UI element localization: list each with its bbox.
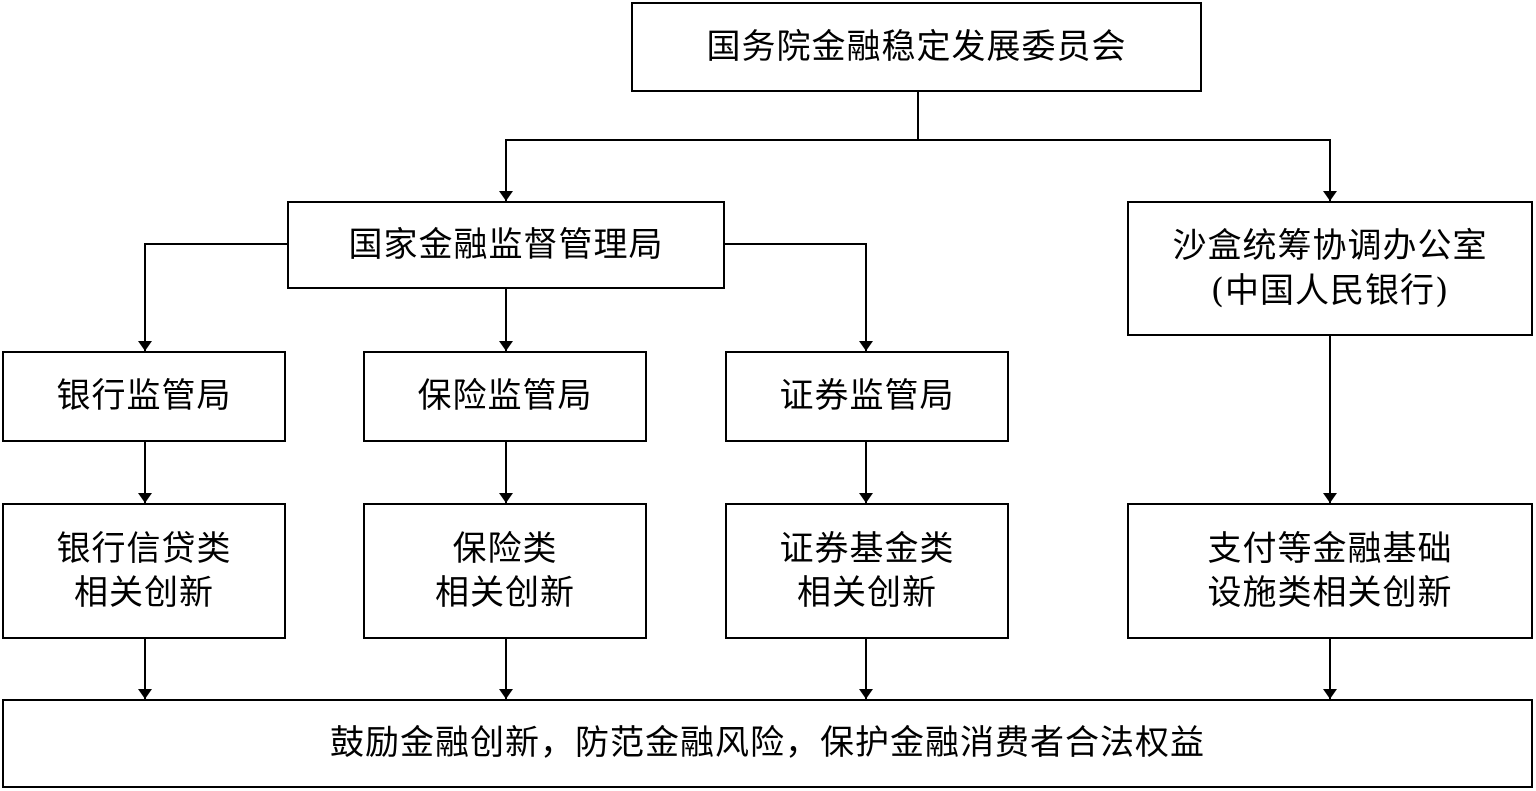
goal-label: 鼓励金融创新，防范金融风险，保护金融消费者合法权益 (330, 723, 1205, 764)
bank-innovation-line2: 相关创新 (74, 573, 214, 613)
bank-innovation-node: 银行信贷类 相关创新 (2, 503, 286, 639)
bank-bureau-node: 银行监管局 (2, 351, 286, 442)
arrow-nfra-to-securities-bureau (725, 243, 873, 351)
insurance-innovation-line2: 相关创新 (435, 573, 575, 613)
goal-node: 鼓励金融创新，防范金融风险，保护金融消费者合法权益 (2, 699, 1533, 788)
nfra-node: 国家金融监督管理局 (287, 201, 725, 289)
insurance-innovation-line1: 保险类 (452, 528, 558, 569)
arrow-nfra-to-bank-bureau (138, 243, 287, 351)
sandbox-office-node: 沙盒统筹协调办公室 (中国人民银行) (1127, 201, 1533, 336)
sandbox-office-line1: 沙盒统筹协调办公室 (1172, 226, 1488, 267)
securities-innovation-line2: 相关创新 (797, 573, 937, 613)
securities-innovation-node: 证券基金类 相关创新 (725, 503, 1009, 639)
sandbox-office-line2: (中国人民银行) (1210, 270, 1450, 311)
top-committee-label: 国务院金融稳定发展委员会 (706, 26, 1127, 67)
infra-innovation-line2: 设施类相关创新 (1207, 573, 1453, 613)
bank-bureau-label: 银行监管局 (56, 376, 232, 417)
insurance-bureau-node: 保险监管局 (363, 351, 647, 442)
insurance-bureau-label: 保险监管局 (417, 376, 593, 417)
arrow-top-to-nfra (499, 139, 918, 201)
top-committee-node: 国务院金融稳定发展委员会 (631, 2, 1202, 92)
nfra-label: 国家金融监督管理局 (348, 224, 664, 265)
securities-bureau-label: 证券监管局 (779, 376, 955, 417)
arrow-top-to-sandbox (918, 139, 1337, 201)
infra-innovation-node: 支付等金融基础 设施类相关创新 (1127, 503, 1533, 639)
securities-innovation-line1: 证券基金类 (779, 528, 955, 569)
insurance-innovation-node: 保险类 相关创新 (363, 503, 647, 639)
infra-innovation-line1: 支付等金融基础 (1207, 528, 1453, 569)
bank-innovation-line1: 银行信贷类 (56, 528, 232, 569)
securities-bureau-node: 证券监管局 (725, 351, 1009, 442)
